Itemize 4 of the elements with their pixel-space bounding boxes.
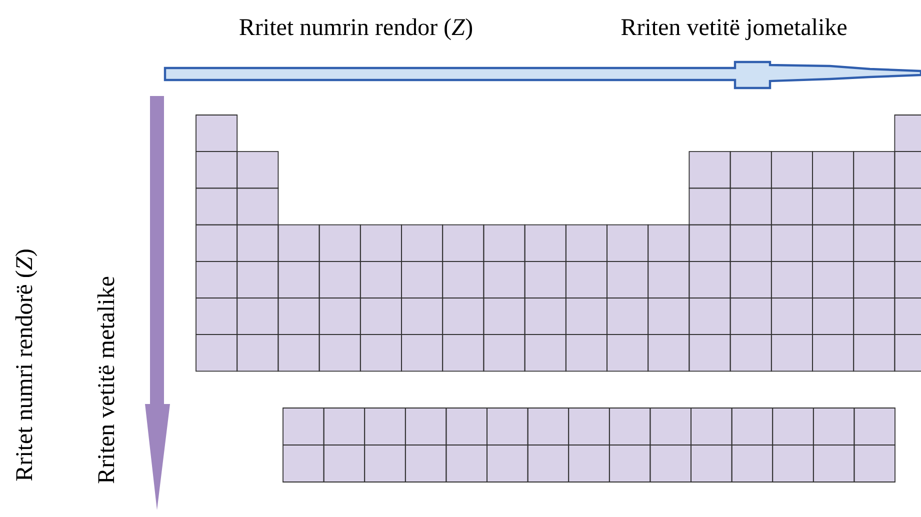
axis-label: Rritet numrin rendor (Z) [240, 18, 472, 40]
axis-label: Rriten vetitë metalike [97, 276, 114, 484]
axis-label: Rritet numri rendorë (Z) [15, 250, 38, 481]
axis-label: Rriten vetitë jometalike [621, 18, 847, 40]
